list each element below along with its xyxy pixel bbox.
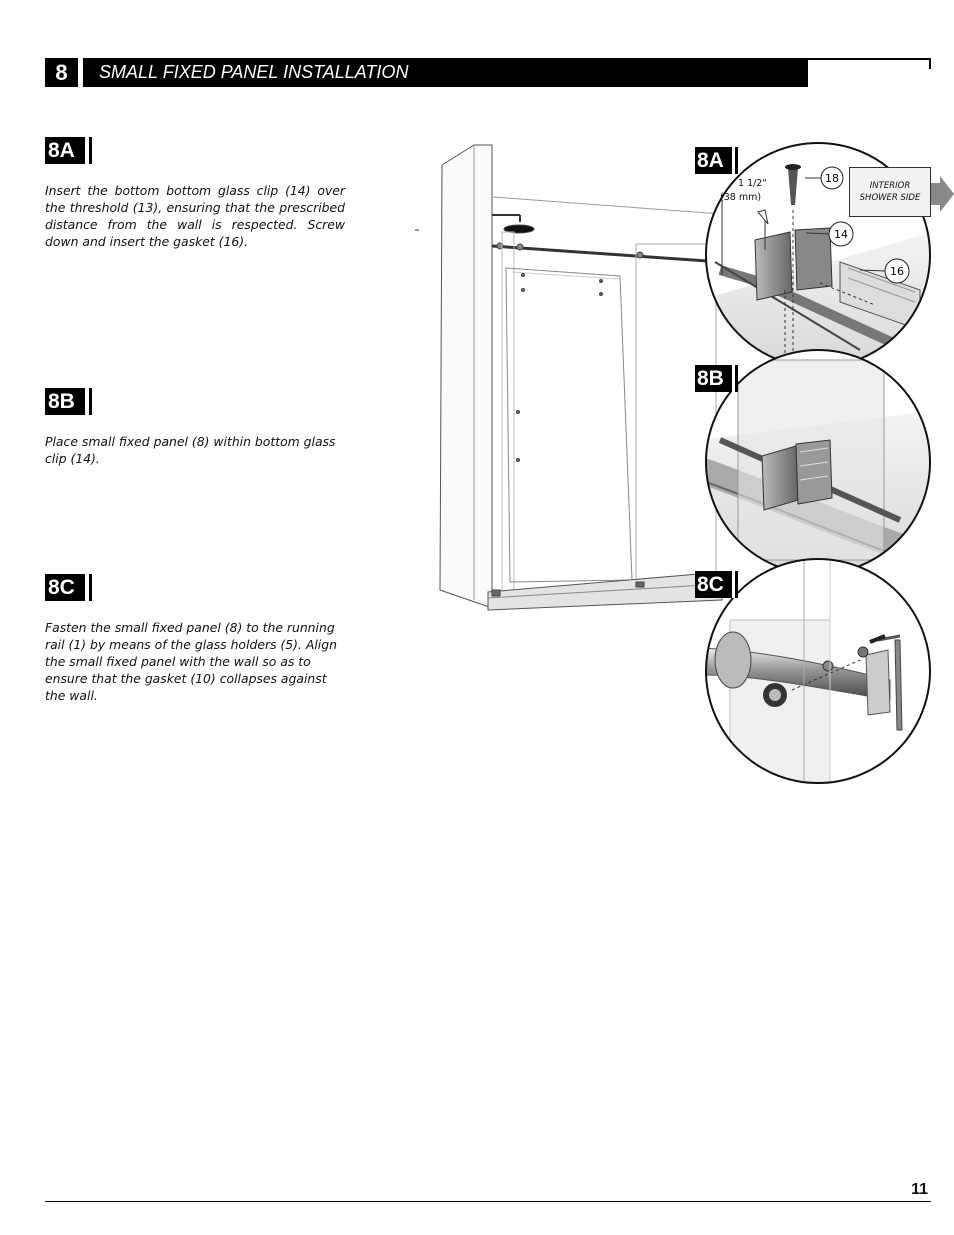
detail-8a: 18 14 16 [705, 142, 954, 368]
dimension-label-inch: 1 1/2" [738, 178, 767, 189]
section-title: SMALL FIXED PANEL INSTALLATION [83, 58, 808, 87]
step-badge-8c: 8C [45, 574, 85, 601]
step-8c-text: Fasten the small fixed panel (8) to the … [45, 620, 337, 703]
interior-label-line2: SHOWER SIDE [859, 193, 921, 203]
detail-badge-8c: 8C [695, 571, 732, 598]
detail-8c [705, 558, 931, 784]
step-8b-text: Place small fixed panel (8) within botto… [45, 434, 336, 466]
step-8a: 8A Insert the bottom bottom glass clip (… [45, 137, 345, 250]
footer-rule [45, 1201, 931, 1202]
section-header: 8 SMALL FIXED PANEL INSTALLATION [45, 58, 931, 88]
shower-overview [415, 144, 723, 611]
page-number: 11 [911, 1181, 928, 1198]
callout-14: 14 [834, 228, 848, 241]
detail-badge-8b: 8B [695, 365, 732, 392]
interior-label-line1: INTERIOR [869, 181, 911, 191]
detail-badge-8a: 8A [695, 147, 732, 174]
installation-illustration: 18 14 16 [415, 142, 954, 784]
step-8b: 8B Place small fixed panel (8) within bo… [45, 388, 345, 467]
header-bracket [808, 58, 931, 69]
step-number: 8 [45, 58, 78, 87]
step-badge-8a: 8A [45, 137, 85, 164]
step-8c: 8C Fasten the small fixed panel (8) to t… [45, 574, 345, 704]
callout-18: 18 [825, 172, 839, 185]
step-badge-8b: 8B [45, 388, 85, 415]
interior-shower-side-label: INTERIOR SHOWER SIDE [849, 167, 931, 217]
dimension-label-mm: (38 mm) [720, 192, 762, 203]
detail-8b [705, 349, 931, 575]
callout-16: 16 [890, 265, 904, 278]
step-8a-text: Insert the bottom bottom glass clip (14)… [45, 183, 345, 249]
